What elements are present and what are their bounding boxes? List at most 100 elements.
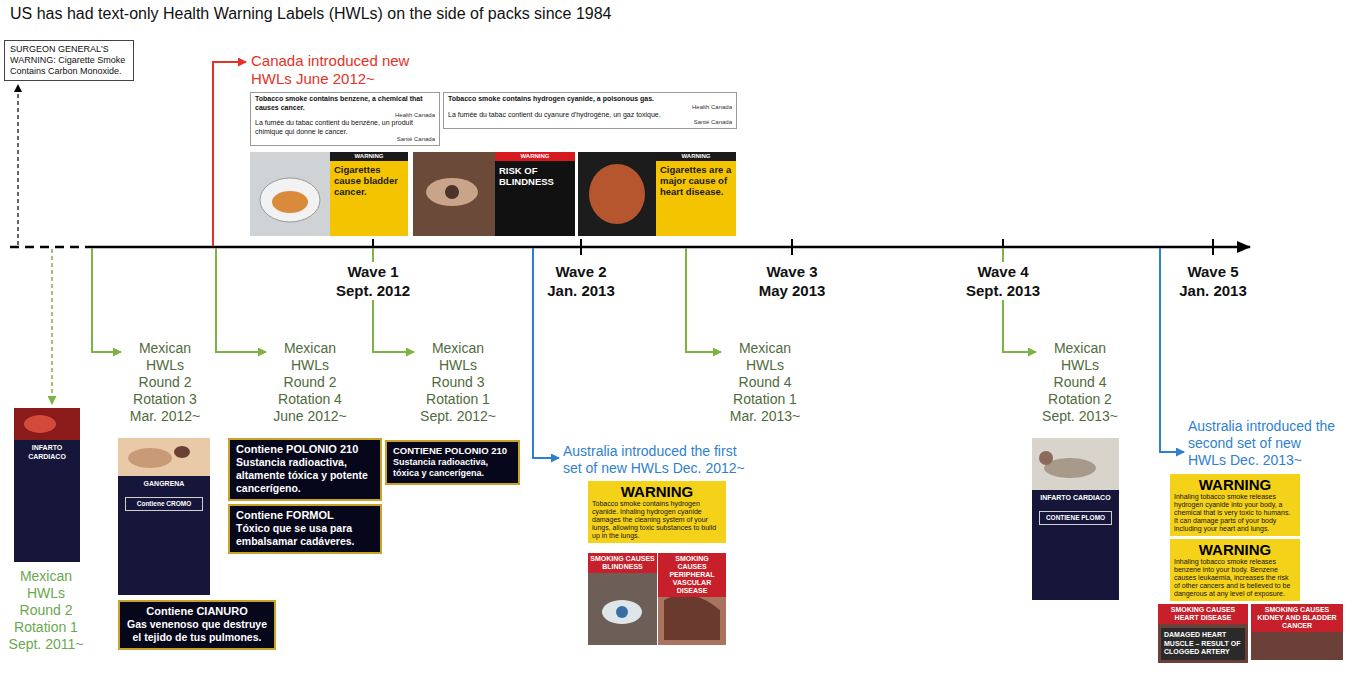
page-title: US has had text-only Health Warning Labe… — [10, 4, 612, 23]
warning-text-panel: Tobacco smoke contains benzene, a chemic… — [250, 92, 440, 146]
pack-label: SMOKING CAUSES BLINDNESS — [588, 553, 657, 645]
label-text: SURGEON GENERAL'S WARNING: Cigarette Smo… — [10, 44, 128, 77]
callout-text: Australia introduced the second set of n… — [1188, 418, 1338, 469]
label-text: Sustancia radioactiva, altamente tóxica … — [236, 456, 374, 495]
leader-arrow — [216, 248, 266, 352]
label-photo — [14, 408, 80, 440]
pack-photo — [658, 553, 726, 645]
label-text: WARNING — [1174, 476, 1296, 493]
warning-text-box: WARNINGInhaling tobacco smoke releases h… — [1170, 474, 1300, 536]
label-photo — [128, 448, 172, 468]
label-text: INFARTO CARDIACO — [1035, 494, 1116, 503]
label-text: Santé Canada — [255, 136, 435, 143]
label-text: SMOKING CAUSES KIDNEY AND BLADDER CANCER — [1251, 604, 1343, 632]
warning-panel: WARNINGCigarettes cause bladder cancer. — [330, 152, 408, 236]
wave-label: Wave 4 Sept. 2013 — [961, 262, 1045, 300]
label-text: Tobacco smoke contains hydrogen cyanide.… — [592, 500, 722, 540]
label-text: Tobacco smoke contains hydrogen cyanide,… — [448, 95, 732, 104]
label-text: RISK OF BLINDNESS — [495, 161, 575, 191]
pack-photo — [664, 594, 720, 640]
callout-text: Mexican HWLs Round 4 Rotation 2 Sept. 20… — [1040, 340, 1120, 425]
pack-label: GANGRENA Contiene CROMO — [118, 476, 210, 595]
pack-photo — [588, 553, 657, 645]
callout-text: Canada introduced new HWLs June 2012~ — [251, 52, 451, 88]
label-text: Sustancia radioactiva, tóxica y canceríg… — [393, 457, 512, 479]
label-text: Tobacco smoke contains benzene, a chemic… — [255, 95, 435, 112]
leader-arrow — [92, 248, 121, 352]
warning-text-box: WARNINGTobacco smoke contains hydrogen c… — [588, 481, 726, 543]
warning-text-box: WARNINGInhaling tobacco smoke releases b… — [1170, 539, 1300, 601]
label-text: Tóxico que se usa para embalsamar cadáve… — [236, 522, 374, 548]
callout-text: Mexican HWLs Round 2 Rotation 1 Sept. 20… — [6, 568, 86, 653]
warning-text-box: Contiene POLONIO 210Sustancia radioactiv… — [228, 438, 382, 501]
callout-text: Australia introduced the first set of ne… — [563, 443, 758, 477]
label-text: La fumée du tabac contient du cyanure d'… — [448, 111, 732, 120]
leader-arrow — [213, 62, 246, 246]
pack-photo — [602, 600, 642, 624]
wave-label: Wave 5 Jan. 2013 — [1171, 262, 1255, 300]
wave-tick — [791, 239, 793, 255]
warning-text-box: CONTIENE POLONIO 210Sustancia radioactiv… — [385, 440, 520, 485]
warning-panel: WARNINGRISK OF BLINDNESS — [495, 152, 575, 236]
pack-label: SMOKING CAUSES PERIPHERAL VASCULAR DISEA… — [658, 553, 726, 645]
label-photo — [24, 415, 56, 433]
label-text: Contiene FORMOL — [236, 509, 374, 522]
label-photo — [272, 191, 308, 213]
label-text: Contiene POLONIO 210 — [236, 443, 374, 456]
label-text: CONTIENE POLONIO 210 — [393, 445, 512, 457]
label-text: INFARTO CARDIACO — [17, 444, 77, 461]
warning-text-box: Contiene FORMOLTóxico que se usa para em… — [228, 504, 382, 554]
label-photo — [445, 185, 459, 199]
label-text: Health Canada — [448, 104, 732, 111]
label-photo — [578, 152, 656, 236]
wave-label: Wave 2 Jan. 2013 — [539, 262, 623, 300]
label-text: Gas venenoso que destruye el tejido de t… — [126, 618, 268, 644]
timeline-axis — [88, 246, 1250, 249]
pack-photo — [616, 606, 628, 618]
label-text: CONTIENE PLOMO — [1039, 511, 1112, 525]
label-text: Santé Canada — [448, 119, 732, 126]
label-text: Contiene CROMO — [125, 497, 203, 511]
leader-arrow — [17, 85, 18, 245]
label-text: Contiene CIANURO — [126, 605, 268, 618]
wave-tick — [1212, 239, 1214, 255]
callout-text: Mexican HWLs Round 3 Rotation 1 Sept. 20… — [418, 340, 498, 425]
label-photo — [1039, 451, 1053, 465]
label-text: Inhaling tobacco smoke releases benzene … — [1174, 558, 1296, 598]
wave-label: Wave 3 May 2013 — [750, 262, 834, 300]
warning-panel: WARNINGCigarettes are a major cause of h… — [656, 152, 736, 236]
leader-arrow — [686, 248, 721, 352]
label-text: WARNING — [592, 483, 722, 500]
label-photo — [426, 178, 478, 206]
callout-text: Mexican HWLs Round 2 Rotation 4 June 201… — [270, 340, 350, 425]
pack-label: INFARTO CARDIACO — [14, 440, 80, 562]
label-photo — [413, 152, 495, 236]
label-text: GANGRENA — [121, 480, 207, 489]
wave-label: Wave 1 Sept. 2012 — [331, 262, 415, 300]
wave-tick — [580, 239, 582, 255]
warning-label-box: SURGEON GENERAL'S WARNING: Cigarette Smo… — [4, 40, 134, 81]
warning-text-box: Contiene CIANUROGas venenoso que destruy… — [118, 600, 276, 650]
label-photo — [260, 178, 320, 222]
label-text: Cigarettes cause bladder cancer. — [330, 161, 408, 200]
label-text: DAMAGED HEART MUSCLE – RESULT OF CLOGGED… — [1161, 628, 1245, 660]
label-text: Inhaling tobacco smoke releases hydrogen… — [1174, 493, 1296, 533]
label-photo — [250, 152, 330, 236]
label-text: WARNING — [495, 152, 575, 161]
label-text: Health Canada — [255, 112, 435, 119]
label-text: Cigarettes are a major cause of heart di… — [656, 161, 736, 200]
leader-arrow — [51, 249, 53, 404]
label-text: WARNING — [330, 152, 408, 161]
label-photo — [589, 164, 645, 224]
label-photo — [174, 446, 190, 458]
pack-label: SMOKING CAUSES KIDNEY AND BLADDER CANCER — [1251, 604, 1343, 660]
callout-text: Mexican HWLs Round 2 Rotation 3 Mar. 201… — [125, 340, 205, 425]
callout-text: Mexican HWLs Round 4 Rotation 1 Mar. 201… — [725, 340, 805, 425]
label-text: La fumée du tabac contient du benzène, u… — [255, 119, 435, 136]
label-text: SMOKING CAUSES HEART DISEASE — [1158, 604, 1248, 624]
pack-label: INFARTO CARDIACO CONTIENE PLOMO — [1032, 490, 1119, 600]
warning-text-panel: Tobacco smoke contains hydrogen cyanide,… — [443, 92, 737, 129]
label-photo — [118, 438, 210, 476]
label-text: SMOKING CAUSES PERIPHERAL VASCULAR DISEA… — [658, 553, 726, 597]
label-text: SMOKING CAUSES BLINDNESS — [588, 553, 657, 573]
